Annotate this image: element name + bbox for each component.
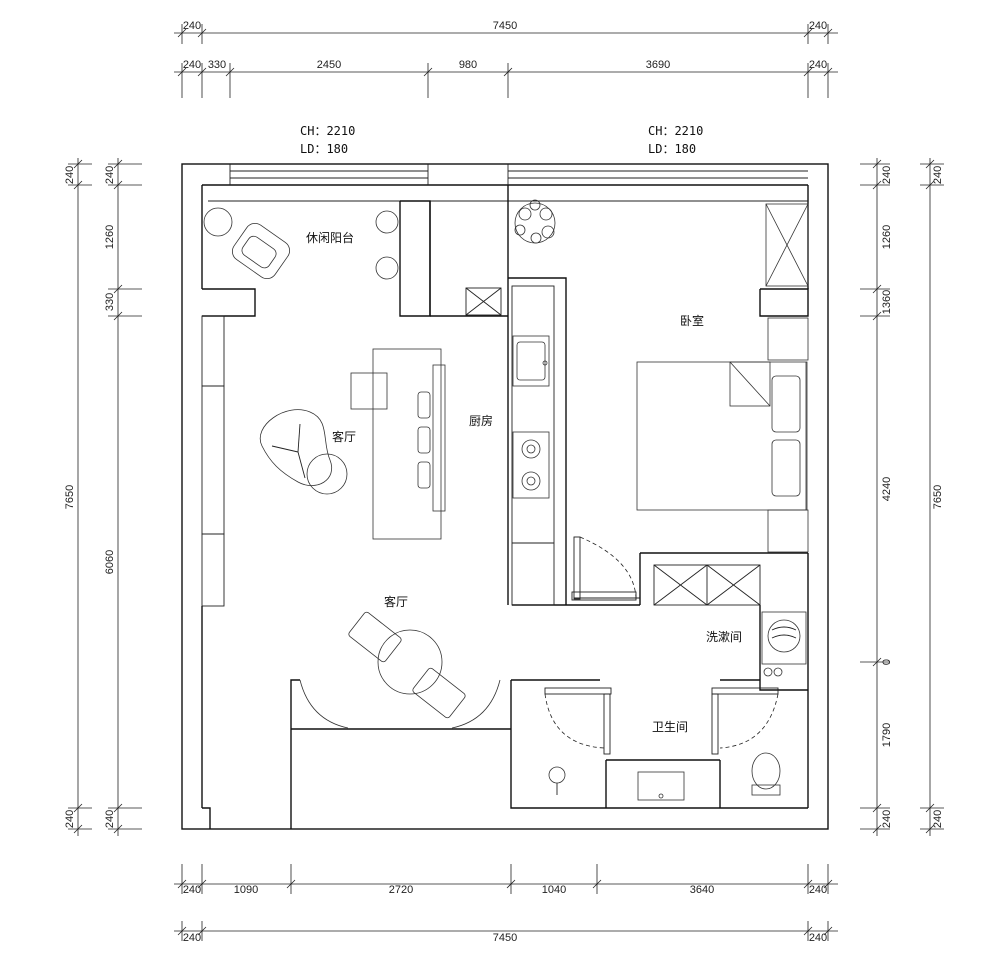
- dim-top-total-1: 7450: [493, 20, 517, 32]
- room-label-kitchen: 厨房: [469, 413, 493, 428]
- toilet-icon: [751, 752, 781, 796]
- ceiling-notes: CH：2210 LD：180 CH：2210 LD：180: [300, 124, 703, 156]
- stove-icon: [512, 431, 550, 499]
- bed-icon: [636, 361, 808, 511]
- dim-bottom-total-2: 240: [809, 932, 827, 944]
- dim-top-total-2: 240: [809, 20, 827, 32]
- dim-right-4: 0: [881, 659, 893, 665]
- dimension-lines: [68, 24, 944, 941]
- dim-right-1: 1260: [881, 225, 893, 249]
- dim-bottom-seg-4: 3640: [690, 884, 714, 896]
- dim-left-4: 240: [104, 810, 116, 828]
- room-labels: 休闲阳台 卧室 厨房 客厅 客厅 洗漱间 卫生间: [306, 230, 742, 734]
- dim-left-3: 6060: [104, 550, 116, 574]
- dim-left-0: 240: [104, 166, 116, 184]
- dim-left-total: 7650: [64, 485, 76, 509]
- dim-top-total-0: 240: [183, 20, 201, 32]
- room-label-living: 客厅: [332, 429, 356, 444]
- dim-top-seg-3: 980: [459, 59, 477, 71]
- dim-top-seg-0: 240: [183, 59, 201, 71]
- room-label-bathroom: 卫生间: [652, 720, 688, 734]
- room-label-dining: 客厅: [384, 594, 408, 609]
- washing-machine-icon: [761, 611, 807, 677]
- ceiling-ld-right: LD：180: [648, 142, 696, 156]
- dim-bottom-seg-1: 1090: [234, 884, 258, 896]
- dim-top-seg-2: 2450: [317, 59, 341, 71]
- dim-right-total-0: 240: [932, 166, 944, 184]
- ceiling-height-left: CH：2210: [300, 124, 355, 138]
- dim-right-6: 240: [881, 810, 893, 828]
- dim-bottom-seg-3: 1040: [542, 884, 566, 896]
- dim-right-0: 240: [881, 166, 893, 184]
- dim-bottom-seg-2: 2720: [389, 884, 413, 896]
- dim-left-1: 1260: [104, 225, 116, 249]
- dim-right-3: 4240: [881, 477, 893, 501]
- dim-top-seg-4: 3690: [646, 59, 670, 71]
- furniture: [203, 199, 809, 801]
- dim-right-total-2: 240: [932, 810, 944, 828]
- dim-right-2: 1360: [881, 290, 893, 314]
- dining-chair-icon: [348, 611, 466, 719]
- dim-bottom-total-0: 240: [183, 932, 201, 944]
- room-label-laundry: 洗漱间: [706, 630, 742, 644]
- dim-bottom-seg-5: 240: [809, 884, 827, 896]
- dim-bottom-seg-0: 240: [183, 884, 201, 896]
- lounge-chair-icon: [232, 222, 290, 280]
- room-label-bedroom: 卧室: [680, 313, 704, 328]
- dim-top-seg-5: 240: [809, 59, 827, 71]
- dim-right-total-1: 7650: [932, 485, 944, 509]
- ceiling-height-right: CH：2210: [648, 124, 703, 138]
- dim-left-outer-top: 240: [64, 166, 76, 184]
- dim-bottom-total-1: 7450: [493, 932, 517, 944]
- dim-left-outer-bottom: 240: [64, 810, 76, 828]
- dimension-labels: 240 7450 240 240 330 2450 980 3690 240 2…: [64, 20, 944, 944]
- plant-icon: [514, 199, 556, 244]
- dim-left-2: 330: [104, 293, 116, 311]
- dim-right-5: 1790: [881, 723, 893, 747]
- room-label-balcony: 休闲阳台: [306, 230, 354, 245]
- dim-top-seg-1: 330: [208, 59, 226, 71]
- walls: [181, 163, 829, 830]
- ceiling-ld-left: LD：180: [300, 142, 348, 156]
